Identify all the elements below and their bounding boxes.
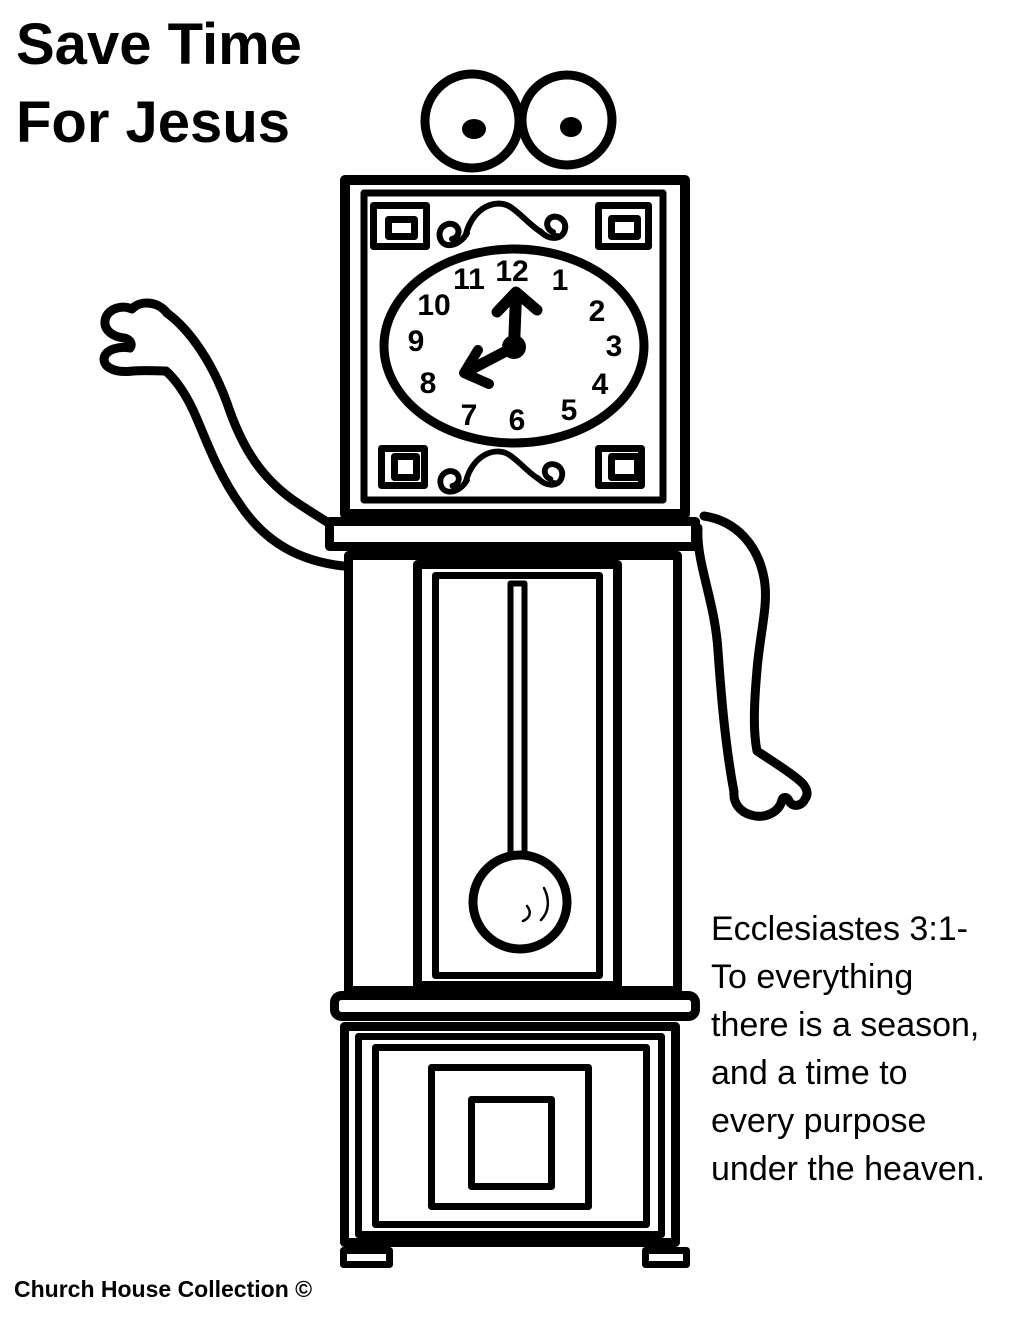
corner-square-top-right	[595, 202, 652, 250]
clock-hands-pivot	[502, 335, 526, 359]
pendulum-bob	[468, 850, 572, 954]
left-hand	[99, 298, 348, 571]
numeral-8: 8	[420, 367, 437, 400]
numeral-7: 7	[461, 399, 478, 432]
page-title-line-2: For Jesus	[16, 90, 290, 155]
numeral-10: 10	[417, 289, 450, 322]
credit-text: Church House Collection ©	[14, 1276, 313, 1302]
hour-hand-arrowhead	[459, 345, 494, 389]
verse-line-1: Ecclesiastes 3:1-	[711, 910, 968, 948]
clock-numerals: 12 1 2 3 4 5 6 7 8 9 10 11	[408, 255, 623, 437]
numeral-11: 11	[453, 263, 485, 296]
verse-line-2: To everything	[711, 958, 914, 996]
left-arm	[99, 298, 348, 571]
verse-line-5: every purpose	[711, 1102, 927, 1140]
page-title: Save Time For Jesus	[16, 6, 302, 162]
corner-square-bottom-left	[378, 445, 428, 489]
page-title-line-1: Save Time	[16, 12, 302, 77]
corner-square-bottom-right	[595, 445, 645, 489]
eyes	[420, 69, 617, 173]
scripture-verse: Ecclesiastes 3:1- To everything there is…	[711, 905, 985, 1193]
left-pupil	[462, 119, 486, 139]
numeral-4: 4	[592, 368, 609, 401]
pendulum-shine-mark	[539, 886, 550, 922]
base-cap	[330, 991, 700, 1021]
clock-head: 12 1 2 3 4 5 6 7 8 9 10 11	[340, 175, 690, 519]
clock-hands	[459, 286, 543, 389]
right-hand	[699, 511, 812, 821]
minute-hand-arrowhead	[491, 286, 543, 318]
numeral-2: 2	[589, 295, 606, 328]
left-foot	[340, 1247, 393, 1268]
clock-face	[379, 244, 649, 448]
right-foot	[642, 1247, 690, 1268]
verse-line-3: there is a season,	[711, 1006, 980, 1044]
right-arm	[693, 511, 812, 821]
pendulum-window-outer	[413, 560, 622, 990]
verse-line-6: under the heaven.	[711, 1150, 986, 1188]
corner-square-top-left	[370, 202, 430, 250]
pendulum-shine-mark	[521, 904, 532, 923]
shoulder-board	[325, 517, 700, 551]
base-center-square	[468, 1096, 555, 1190]
numeral-5: 5	[561, 394, 578, 427]
pendulum-window-inner	[432, 572, 603, 979]
numeral-1: 1	[552, 264, 569, 297]
verse-line-4: and a time to	[711, 1054, 908, 1092]
right-pupil	[560, 117, 582, 137]
pendulum-rod	[507, 580, 528, 859]
clock-base	[330, 991, 700, 1268]
numeral-12: 12	[495, 255, 528, 288]
numeral-9: 9	[408, 325, 425, 358]
numeral-3: 3	[606, 330, 623, 363]
numeral-6: 6	[509, 404, 526, 437]
